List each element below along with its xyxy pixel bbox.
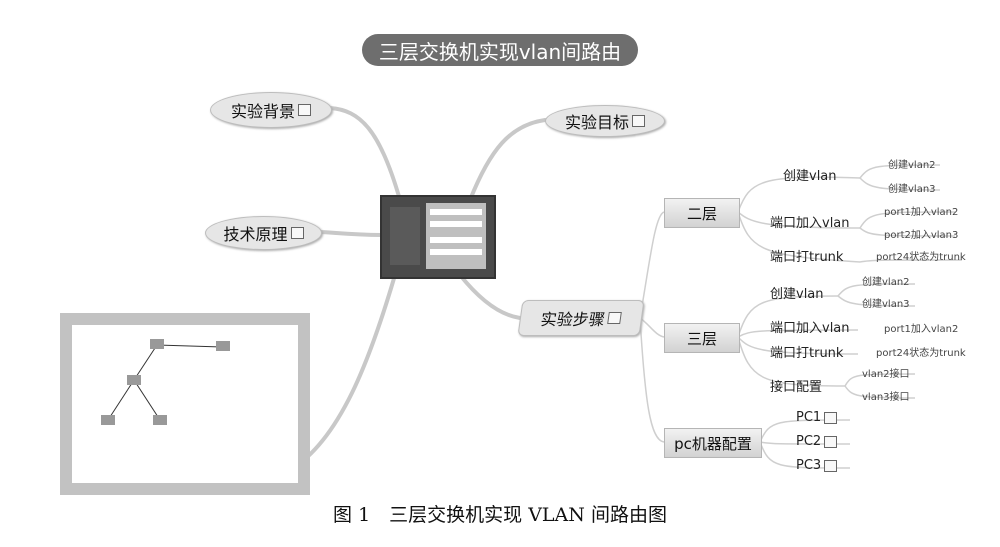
l3-trunk-item: port24状态为trunk	[876, 348, 966, 359]
branch-steps-label: 实验步骤	[539, 310, 607, 329]
l2-port-item: port1加入vlan2	[884, 207, 959, 218]
l3-create-item: 创建vlan3	[862, 299, 910, 310]
connector-goal	[468, 118, 547, 202]
note-icon	[824, 411, 838, 424]
connector-l2	[639, 211, 665, 319]
l3-port-join: 端口加入vlan	[770, 321, 850, 336]
l2-create-item: 创建vlan3	[888, 184, 936, 195]
pc-item: PC1	[796, 410, 838, 425]
pc-item-label: PC2	[796, 434, 822, 449]
pc-item: PC3	[796, 458, 838, 473]
branch-goal[interactable]: 实验目标	[545, 105, 665, 137]
l3-iface-item: vlan2接口	[862, 369, 910, 380]
branch-principle-label: 技术原理	[223, 225, 288, 244]
l2-port-join: 端口加入vlan	[770, 216, 850, 231]
mindmap-title: 三层交换机实现vlan间路由	[362, 34, 638, 66]
pc-item-label: PC3	[796, 458, 822, 473]
node-pc-config[interactable]: pc机器配置	[664, 428, 762, 458]
note-icon	[290, 227, 304, 239]
l2-create-vlan: 创建vlan	[783, 169, 837, 184]
branch-steps[interactable]: 实验步骤	[517, 300, 645, 336]
pc-item: PC2	[796, 434, 838, 449]
note-icon	[824, 459, 838, 472]
l3-iface-config: 接口配置	[770, 380, 823, 395]
note-icon	[607, 312, 622, 324]
node-layer2[interactable]: 二层	[664, 198, 740, 228]
branch-goal-label: 实验目标	[564, 113, 629, 132]
note-icon	[632, 115, 645, 127]
l2-trunk-item: port24状态为trunk	[876, 252, 966, 263]
connector-principle	[318, 230, 387, 237]
connector-background	[328, 106, 402, 202]
switch-image	[380, 195, 496, 279]
branch-background[interactable]: 实验背景	[210, 92, 332, 128]
connector-pc	[639, 317, 665, 443]
l3-create-item: 创建vlan2	[862, 277, 910, 288]
l2-create-item: 创建vlan2	[888, 160, 936, 171]
branch-principle[interactable]: 技术原理	[205, 216, 322, 250]
network-topology-image	[60, 313, 310, 495]
branch-background-label: 实验背景	[230, 102, 295, 121]
node-layer3[interactable]: 三层	[664, 323, 740, 353]
figure-caption: 图 1 三层交换机实现 VLAN 间路由图	[333, 504, 667, 526]
l2-port-item: port2加入vlan3	[884, 230, 959, 241]
l3-port-item: port1加入vlan2	[884, 324, 959, 335]
note-icon	[298, 104, 311, 116]
l2-trunk: 端口打trunk	[770, 250, 844, 265]
l3-create-vlan: 创建vlan	[770, 287, 824, 302]
connector-steps	[458, 273, 522, 320]
l3-trunk: 端口打trunk	[770, 346, 844, 361]
l3-iface-item: vlan3接口	[862, 392, 910, 403]
pc-item-label: PC1	[796, 410, 822, 425]
note-icon	[824, 435, 838, 448]
connector-l3	[639, 317, 665, 338]
